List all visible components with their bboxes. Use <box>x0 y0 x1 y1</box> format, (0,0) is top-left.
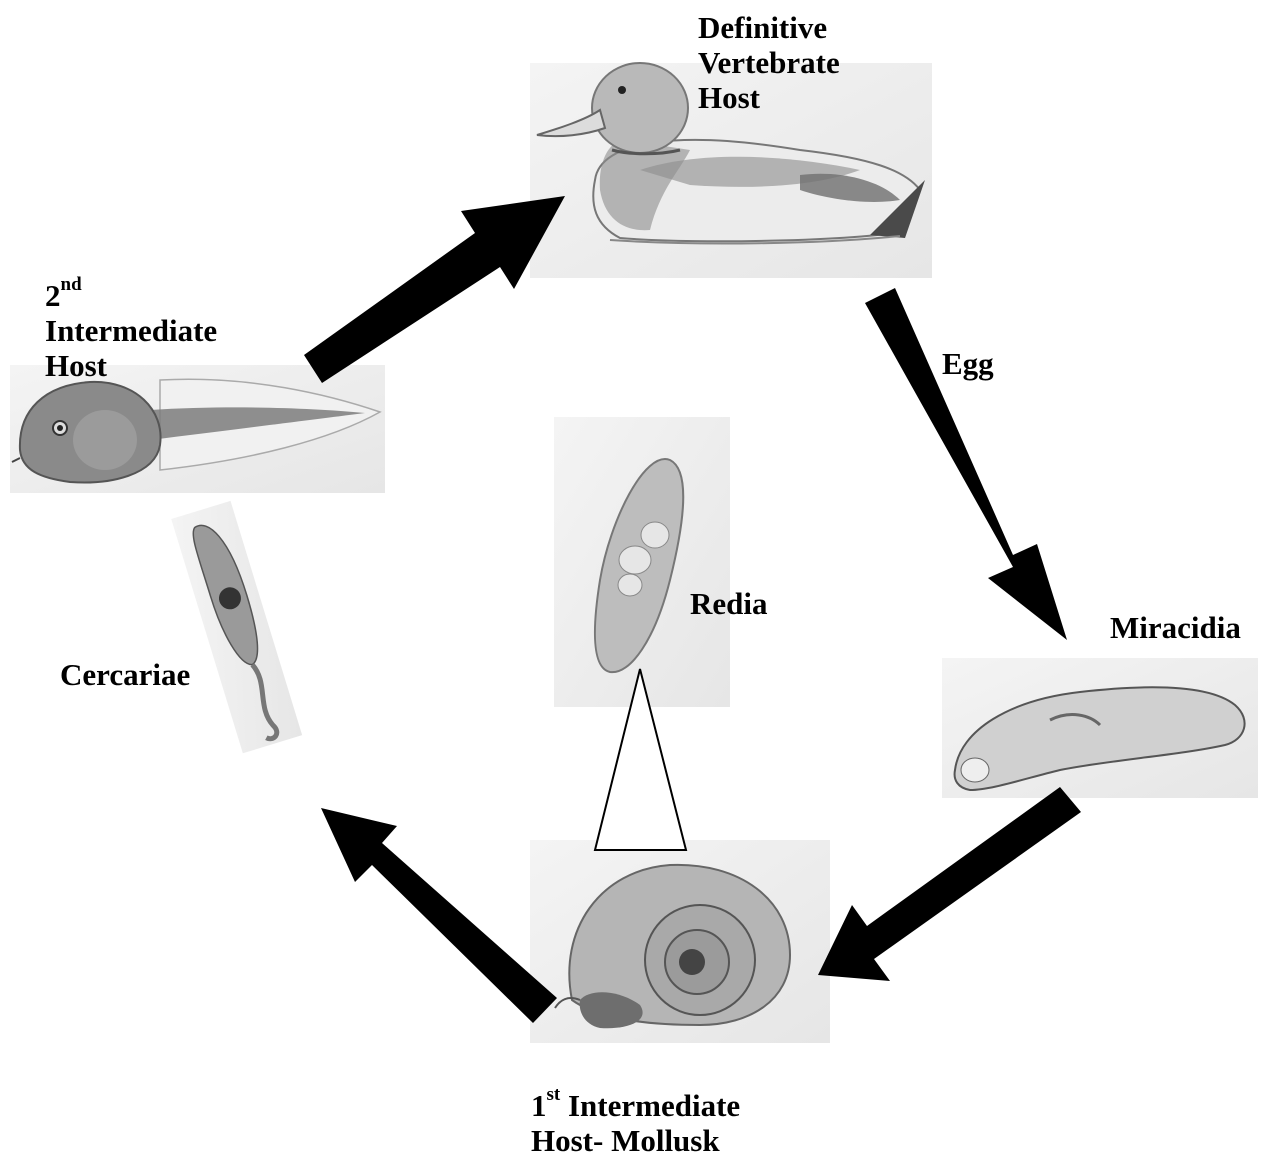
snail-drawing <box>530 840 830 1043</box>
arrow-snail-to-cercariae <box>321 808 557 1023</box>
cercariae-label: Cercariae <box>60 657 190 692</box>
definitive-host-label: Definitive Vertebrate Host <box>698 10 840 115</box>
miracidium-drawing <box>942 658 1258 798</box>
egg-label: Egg <box>942 346 994 381</box>
arrow-tadpole-to-duck <box>304 196 565 383</box>
arrow-miracidia-to-snail <box>818 787 1081 981</box>
arrow-duck-to-miracidia <box>865 288 1067 640</box>
second-host-label: 2nd Intermediate Host <box>45 278 217 383</box>
cercaria-drawing <box>171 501 302 753</box>
first-host-label: 1st Intermediate Host- Mollusk <box>531 1088 740 1158</box>
redia-drawing <box>554 417 730 707</box>
tadpole-drawing <box>10 365 385 493</box>
redia-label: Redia <box>690 586 768 621</box>
miracidia-label: Miracidia <box>1110 610 1241 645</box>
